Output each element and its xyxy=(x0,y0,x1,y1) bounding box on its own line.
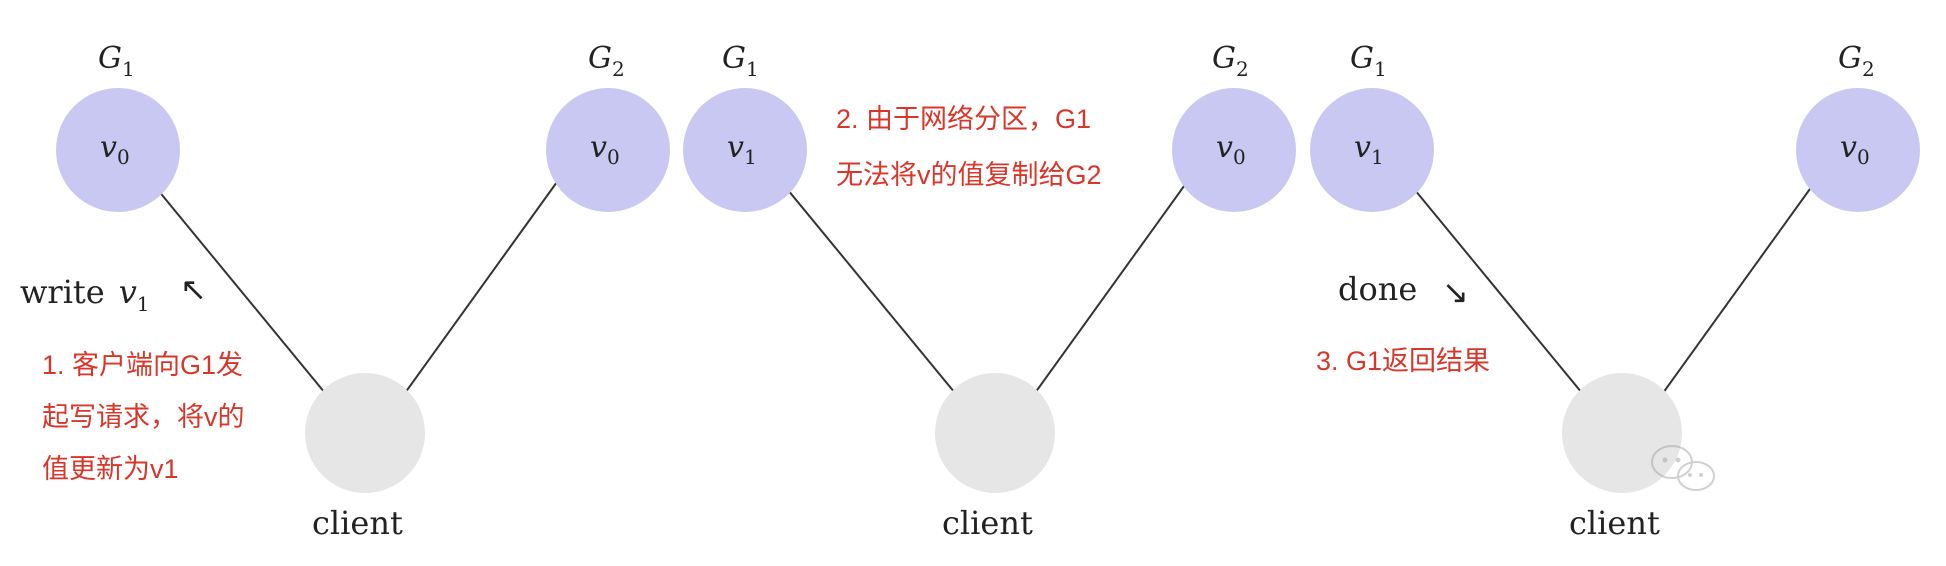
client-node xyxy=(305,373,425,493)
g2-value: v0 xyxy=(1840,130,1870,169)
g2-node xyxy=(546,88,670,212)
g2-value: v0 xyxy=(590,130,620,169)
done-message: done xyxy=(1338,270,1417,308)
chat-bubbles-watermark-icon xyxy=(1651,445,1715,491)
note-2-line-1: 2. 由于网络分区，G1 xyxy=(836,104,1091,134)
g1-label: G1 xyxy=(722,41,759,81)
link-g2-client xyxy=(1034,149,1211,394)
g2-value: v0 xyxy=(1216,130,1246,169)
g1-label: G1 xyxy=(98,41,135,81)
g1-node xyxy=(56,88,180,212)
client-node xyxy=(1562,373,1682,493)
arrow-up-left-icon: ↖ xyxy=(180,271,207,307)
client-node xyxy=(935,373,1055,493)
g1-node xyxy=(683,88,807,212)
link-g2-client xyxy=(1662,149,1839,394)
g1-label: G1 xyxy=(1350,41,1387,81)
client-label: client xyxy=(1569,504,1660,542)
link-g2-client xyxy=(404,149,581,394)
client-label: client xyxy=(942,504,1033,542)
note-1-line-1: 1. 客户端向G1发 xyxy=(42,350,243,380)
g1-value: v1 xyxy=(727,130,757,169)
client-label: client xyxy=(312,504,403,542)
panel-3: G1 v1 G2 v0 client done ↘ 3. G1返回结果 xyxy=(1310,41,1920,542)
g2-node xyxy=(1796,88,1920,212)
panel-2: G1 v1 G2 v0 client 2. 由于网络分区，G1 无法将v的值复制… xyxy=(683,41,1296,542)
g1-value: v1 xyxy=(1354,130,1384,169)
note-1-line-3: 值更新为v1 xyxy=(42,454,179,484)
g2-node xyxy=(1172,88,1296,212)
g1-value: v0 xyxy=(100,130,130,169)
arrow-down-right-icon: ↘ xyxy=(1442,274,1469,310)
note-2-line-2: 无法将v的值复制给G2 xyxy=(836,160,1102,190)
note-3-line-1: 3. G1返回结果 xyxy=(1316,346,1490,376)
g2-label: G2 xyxy=(1212,41,1249,81)
g2-label: G2 xyxy=(588,41,625,81)
g2-label: G2 xyxy=(1838,41,1875,81)
note-1-line-2: 起写请求，将v的 xyxy=(42,402,245,432)
g1-node xyxy=(1310,88,1434,212)
